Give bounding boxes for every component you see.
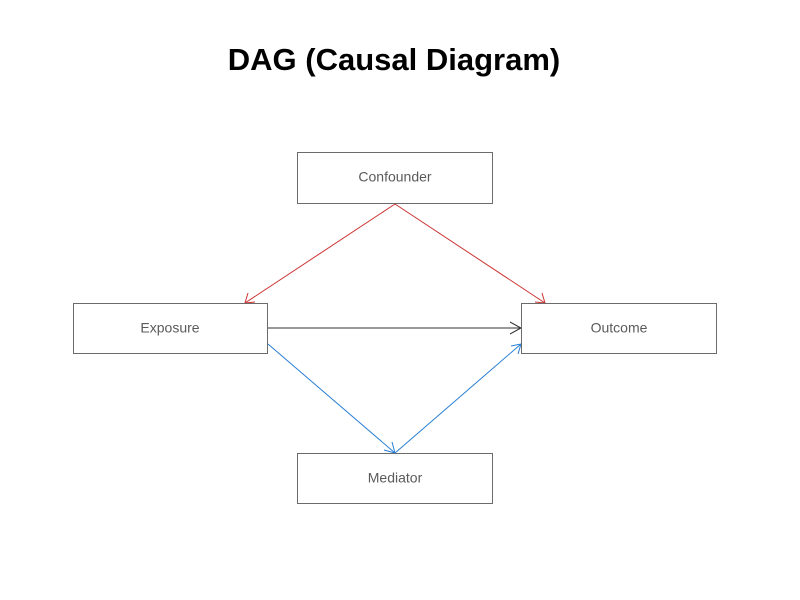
edge-exposure-mediator <box>267 343 396 454</box>
node-label-outcome: Outcome <box>591 320 648 336</box>
node-mediator: Mediator <box>297 453 493 504</box>
edges <box>244 203 546 454</box>
node-box-confounder <box>297 152 493 204</box>
edge-confounder-outcome <box>394 203 546 304</box>
edge-line-confounder-outcome <box>394 203 546 304</box>
edge-line-mediator-outcome <box>394 343 522 454</box>
node-label-confounder: Confounder <box>358 169 432 185</box>
node-confounder: Confounder <box>297 152 493 204</box>
node-box-mediator <box>297 453 493 504</box>
edge-mediator-outcome <box>394 343 522 454</box>
node-exposure: Exposure <box>73 303 268 354</box>
edge-line-confounder-exposure <box>244 203 396 304</box>
diagram-title: DAG (Causal Diagram) <box>227 42 561 77</box>
edge-confounder-exposure <box>244 203 396 304</box>
node-label-mediator: Mediator <box>368 470 423 486</box>
node-outcome: Outcome <box>521 303 717 354</box>
edge-exposure-outcome <box>268 321 523 335</box>
edge-line-exposure-mediator <box>267 343 396 454</box>
node-box-exposure <box>73 303 268 354</box>
node-box-outcome <box>521 303 717 354</box>
node-label-exposure: Exposure <box>140 320 199 336</box>
